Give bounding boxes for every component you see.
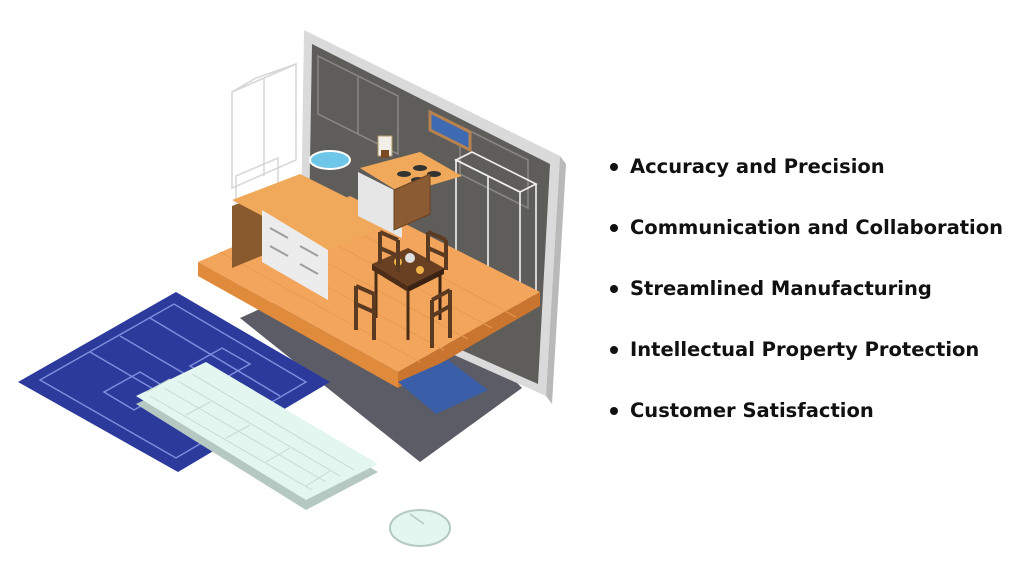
- bullet-icon: [610, 224, 618, 232]
- bullet-icon: [610, 407, 618, 415]
- cabinet-handles: [269, 227, 319, 275]
- benefit-label: Communication and Collaboration: [630, 216, 1004, 239]
- benefit-label: Accuracy and Precision: [630, 155, 885, 178]
- benefit-communication: Communication and Collaboration: [604, 208, 1003, 269]
- mousepad: [398, 360, 488, 414]
- dining-chairs-icon: [354, 230, 452, 348]
- kitchen-design-illustration: [18, 30, 566, 547]
- kitchen-floor-edge-left: [198, 262, 398, 388]
- kitchen-floor-edge-right: [398, 292, 540, 388]
- stove-cabinets: [358, 172, 402, 238]
- mouse-icon: [389, 509, 451, 547]
- monitor-frame-edge: [546, 156, 566, 404]
- bullet-icon: [610, 346, 618, 354]
- keyboard-top: [136, 362, 378, 500]
- benefit-label: Intellectual Property Protection: [630, 338, 980, 361]
- counter-top: [232, 174, 396, 250]
- benefit-manufacturing: Streamlined Manufacturing: [604, 269, 1003, 330]
- window-icon: [428, 109, 472, 153]
- benefits-list: Accuracy and Precision Communication and…: [604, 147, 1003, 452]
- dining-table-icon: [372, 248, 444, 340]
- coffee-maker-icon: [377, 135, 393, 158]
- benefit-label: Streamlined Manufacturing: [630, 277, 932, 300]
- stove-counter-top: [360, 152, 462, 194]
- benefit-ip-protection: Intellectual Property Protection: [604, 330, 1003, 391]
- bullet-icon: [610, 285, 618, 293]
- benefit-accuracy: Accuracy and Precision: [604, 147, 1003, 208]
- sink-icon: [309, 150, 351, 170]
- benefit-label: Customer Satisfaction: [630, 399, 874, 422]
- benefit-customer-satisfaction: Customer Satisfaction: [604, 391, 1003, 452]
- keyboard-keys: [145, 373, 355, 491]
- bullet-icon: [610, 163, 618, 171]
- oven-front: [393, 173, 431, 231]
